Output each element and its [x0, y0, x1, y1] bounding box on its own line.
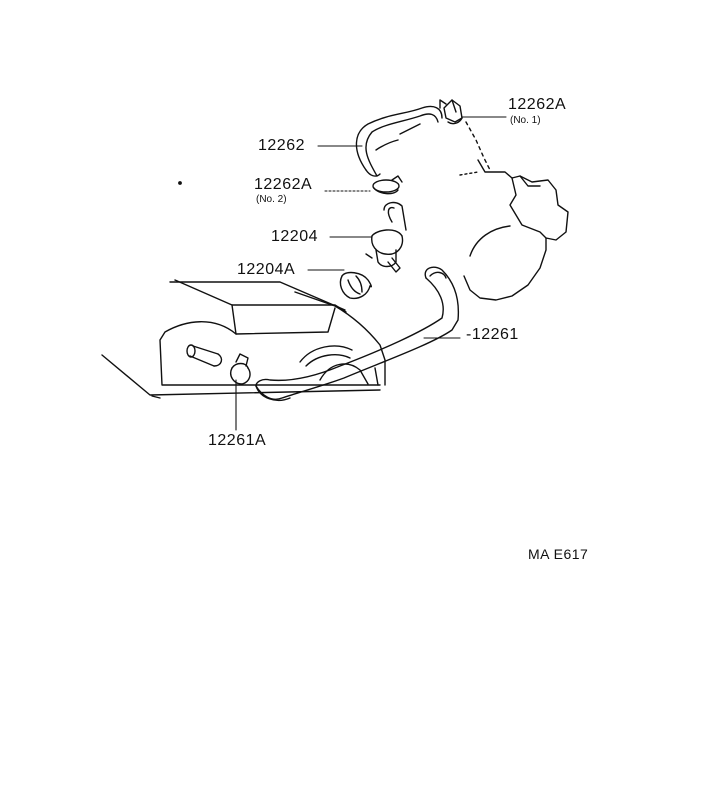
label-12262A-no1-note: (No. 1): [510, 115, 541, 126]
label-12262: 12262: [258, 137, 305, 154]
engine-block: [459, 121, 569, 301]
pcv-valve-12204: [365, 201, 407, 273]
grommet-12204A: [339, 271, 373, 300]
clamp-12262A-no2: [372, 175, 403, 195]
panel-stub-pipe: [186, 344, 223, 367]
clamp-12261A: [230, 353, 251, 385]
label-12261A: 12261A: [208, 432, 267, 449]
label-12262A-no2-note: (No. 2): [256, 194, 287, 205]
label-12262A-no2: 12262A: [254, 176, 313, 193]
hose-12262: [355, 105, 443, 177]
label-12204: 12204: [271, 228, 318, 245]
body-panel: [101, 279, 386, 399]
clamp-12262A-no1: [439, 99, 463, 125]
label-12204A: 12204A: [237, 261, 296, 278]
figure-code: MA E617: [528, 546, 589, 562]
hose-12261: [255, 266, 460, 402]
stray-dot: [178, 181, 182, 185]
label-12261: -12261: [466, 326, 519, 343]
label-12262A-no1: 12262A: [508, 96, 567, 113]
leader-lines: [235, 116, 507, 431]
